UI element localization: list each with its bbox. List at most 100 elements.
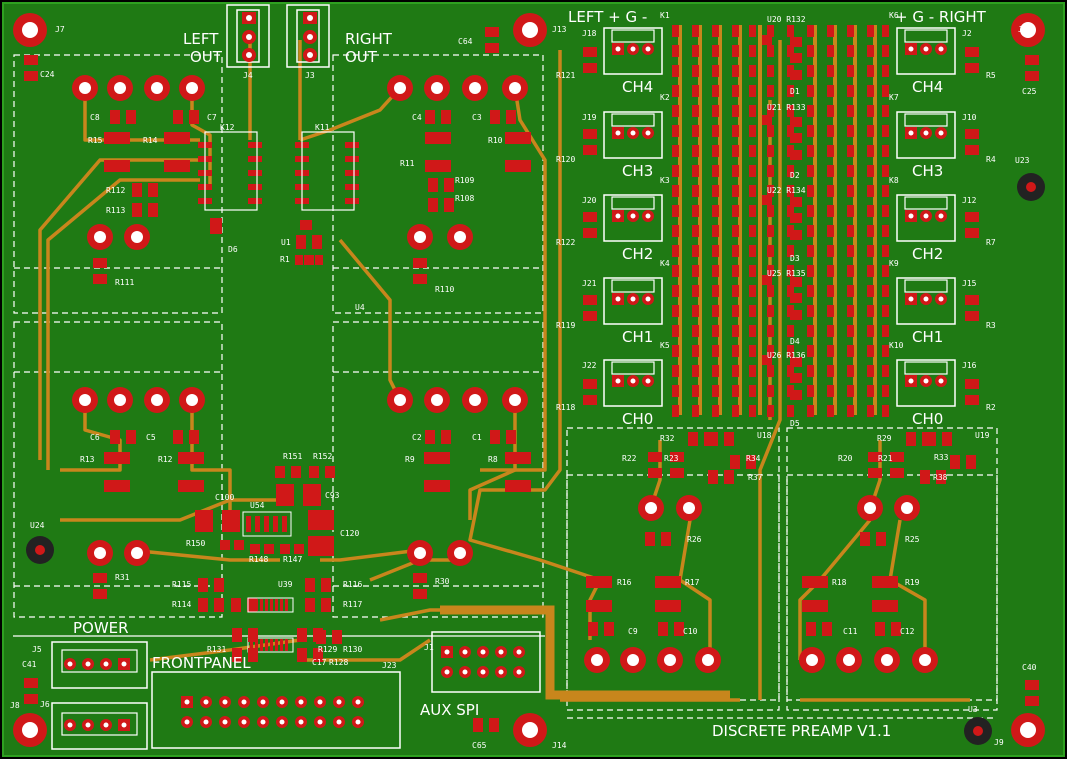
res-label-right: R5 <box>986 71 996 80</box>
diode-label: D1 <box>790 87 800 96</box>
right-out-label-2: OUT <box>345 48 378 66</box>
ref-u23: U23 <box>1015 156 1030 165</box>
ref-r108: R108 <box>455 194 474 203</box>
channel-label-right: CH4 <box>912 78 943 96</box>
channel-label-right: CH1 <box>912 328 943 346</box>
ref-r131: R131 <box>207 645 226 654</box>
ref-r21: R21 <box>878 454 893 463</box>
ref-k6: K6 <box>889 11 899 20</box>
channel-label-left: CH2 <box>622 245 653 263</box>
ref-r8: R8 <box>488 455 498 464</box>
ref-c100: C100 <box>215 493 234 502</box>
res-label-right: R4 <box>986 155 996 164</box>
ref-r14: R14 <box>143 136 158 145</box>
ref-c41: C41 <box>22 660 37 669</box>
jack-label-right: J15 <box>962 279 977 288</box>
ref-j8: J8 <box>10 701 20 710</box>
ref-c3: C3 <box>472 113 482 122</box>
ref-r148: R148 <box>249 555 268 564</box>
ref-r114: R114 <box>172 600 191 609</box>
ref-c10: C10 <box>683 627 698 636</box>
channel-label-right: CH0 <box>912 410 943 428</box>
ref-j23: J23 <box>382 661 397 670</box>
ref-u54: U54 <box>250 501 265 510</box>
res-label-left: R118 <box>556 403 575 412</box>
output-connectors <box>226 4 330 68</box>
ref-d6: D6 <box>228 245 238 254</box>
ref-r19: R19 <box>905 578 920 587</box>
ref-k11: K11 <box>315 123 330 132</box>
ref-c9: C9 <box>628 627 638 636</box>
ref-r128: R128 <box>329 658 348 667</box>
ref-c1: C1 <box>472 433 482 442</box>
res-label-right: R7 <box>986 238 996 247</box>
ref-u18: U18 <box>757 431 772 440</box>
ref-r30: R30 <box>435 577 450 586</box>
ref-c2: C2 <box>412 433 422 442</box>
jack-label-left: J18 <box>582 29 597 38</box>
relay-label-right: K10 <box>889 341 904 350</box>
right-header-label: + G - RIGHT <box>895 8 987 26</box>
ref-r11: R11 <box>400 159 415 168</box>
power-trace <box>440 605 730 700</box>
channel-label-left: CH4 <box>622 78 653 96</box>
through-hole-pads <box>72 75 938 673</box>
ref-c6: C6 <box>90 433 100 442</box>
ref-j14: J14 <box>552 741 567 750</box>
ref-r15: R15 <box>88 136 103 145</box>
ref-c17: C17 <box>312 658 327 667</box>
relay-pads <box>672 25 889 417</box>
relay-label-left: K4 <box>660 259 670 268</box>
ref-u4: U4 <box>355 303 365 312</box>
ref-r20: R20 <box>838 454 853 463</box>
res-label-left: R121 <box>556 71 575 80</box>
ref-r117: R117 <box>343 600 362 609</box>
mounting-holes <box>13 13 1045 747</box>
relay-label-right: K7 <box>889 93 899 102</box>
relay-label-right: K8 <box>889 176 899 185</box>
ref-k1: K1 <box>660 11 670 20</box>
ref-k12: K12 <box>220 123 235 132</box>
ref-j9: J9 <box>994 738 1004 747</box>
ref-r110: R110 <box>435 285 454 294</box>
ref-r129: R129 <box>318 645 337 654</box>
ref-j4: J4 <box>243 71 253 80</box>
ref-r116: R116 <box>343 580 362 589</box>
ref-c4: C4 <box>412 113 422 122</box>
ref-r111: R111 <box>115 278 134 287</box>
ref-r130: R130 <box>343 645 362 654</box>
res-label-left: R119 <box>556 321 575 330</box>
jack-label-right: J2 <box>962 29 972 38</box>
ref-u24: U24 <box>30 521 45 530</box>
bottom-headers <box>51 631 541 750</box>
ic-label: U26 R136 <box>767 351 806 360</box>
diode-label: D2 <box>790 171 800 180</box>
ref-c93: C93 <box>325 491 340 500</box>
ref-r29: R29 <box>877 434 892 443</box>
ref-r16: R16 <box>617 578 632 587</box>
channel-label-left: CH1 <box>622 328 653 346</box>
channel-label-right: CH3 <box>912 162 943 180</box>
channel-label-left: CH0 <box>622 410 653 428</box>
ref-j6: J6 <box>40 700 50 709</box>
ref-j3: J3 <box>305 71 315 80</box>
channel-label-left: CH3 <box>622 162 653 180</box>
jack-label-left: J20 <box>582 196 597 205</box>
left-header-label: LEFT + G - <box>568 8 647 26</box>
channel-label-right: CH2 <box>912 245 943 263</box>
ref-r147: R147 <box>283 555 302 564</box>
ref-r1: R1 <box>280 255 290 264</box>
ref-r152: R152 <box>313 452 332 461</box>
ic-label: U21 R133 <box>767 103 806 112</box>
board-title: DISCRETE PREAMP V1.1 <box>712 722 891 740</box>
right-out-label: RIGHT <box>345 30 393 48</box>
ref-r18: R18 <box>832 578 847 587</box>
ref-j13: J13 <box>552 25 567 34</box>
relay-label-left: K3 <box>660 176 670 185</box>
relay-label-left: K5 <box>660 341 670 350</box>
power-label: POWER <box>73 619 129 637</box>
ref-r37: R37 <box>748 473 763 482</box>
